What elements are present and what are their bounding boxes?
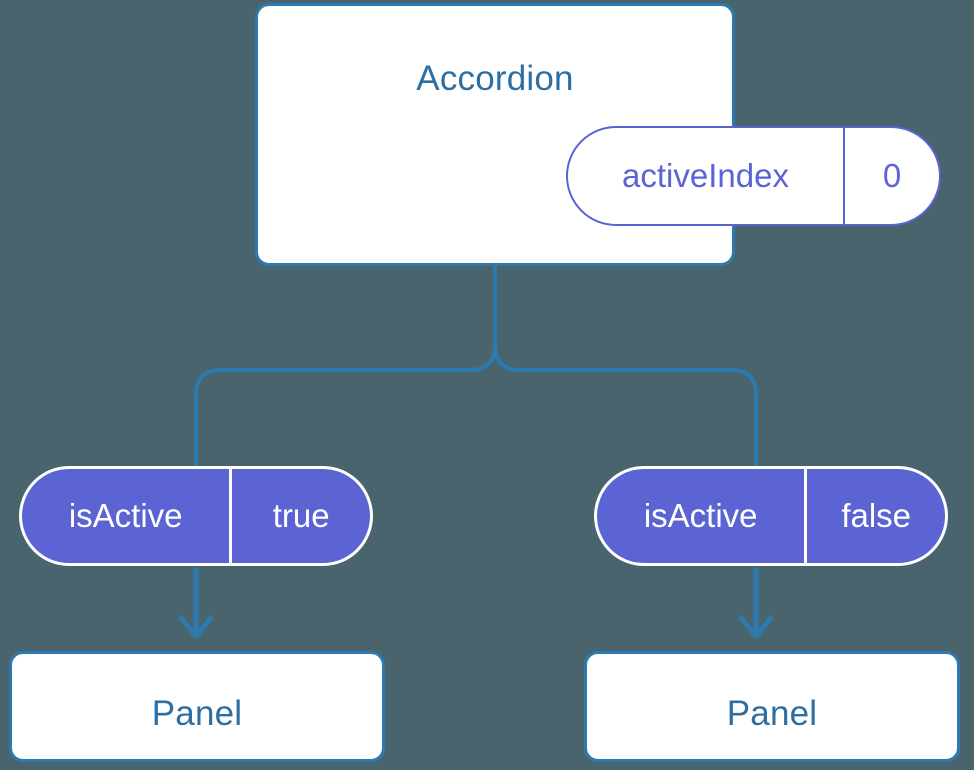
prop-pill-value: true xyxy=(229,469,370,563)
state-pill-key: activeIndex xyxy=(622,157,789,194)
component-card-accordion[interactable]: Accordion activeIndex 0 xyxy=(255,3,941,266)
state-pill-activeindex[interactable]: activeIndex 0 xyxy=(566,126,941,226)
arrow-right-head xyxy=(738,615,774,639)
component-title-panel: Panel xyxy=(151,694,243,733)
prop-pill-value: false xyxy=(804,469,945,563)
arrow-left-head xyxy=(178,615,214,639)
prop-pill-key: isActive xyxy=(68,497,183,534)
prop-pill-isactive-right[interactable]: isActive false xyxy=(594,466,948,566)
prop-pill-isactive-left[interactable]: isActive true xyxy=(19,466,373,566)
state-pill-value: 0 xyxy=(843,128,939,224)
prop-pill-key: isActive xyxy=(643,497,758,534)
component-card-panel-left[interactable]: Panel xyxy=(9,651,385,762)
connector-tree-path xyxy=(194,264,497,468)
connector-tree-path-right xyxy=(493,343,758,468)
component-title-accordion: Accordion xyxy=(416,59,574,98)
component-title-panel: Panel xyxy=(726,694,818,733)
component-card-panel-right[interactable]: Panel xyxy=(584,651,960,762)
